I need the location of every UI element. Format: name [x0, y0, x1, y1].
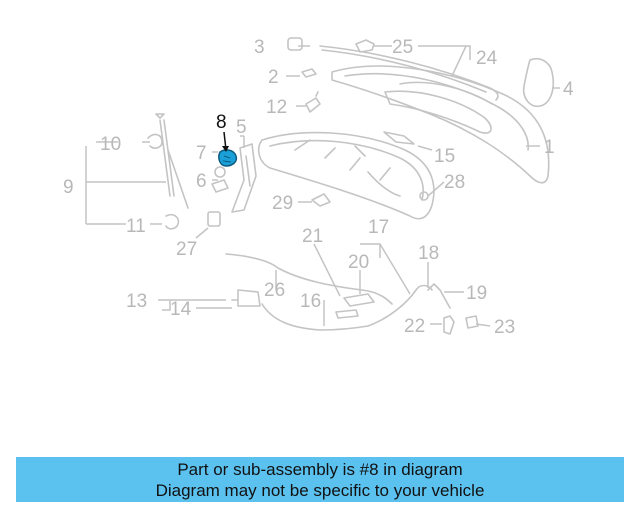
- callout-12: 12: [266, 97, 287, 118]
- callout-9: 9: [63, 177, 74, 198]
- banner-line-1: Part or sub-assembly is #8 in diagram: [177, 460, 463, 479]
- callout-22: 22: [404, 316, 425, 337]
- callout-3: 3: [254, 37, 265, 58]
- callout-2: 2: [268, 67, 279, 88]
- leader-lines: [85, 45, 560, 327]
- callout-4: 4: [563, 79, 574, 100]
- callout-24: 24: [476, 48, 498, 69]
- callout-17: 17: [368, 217, 389, 238]
- callout-23: 23: [494, 317, 515, 338]
- banner-line-2: Diagram may not be specific to your vehi…: [155, 481, 485, 500]
- callout-21: 21: [302, 226, 323, 247]
- callout-6: 6: [196, 171, 207, 192]
- callout-5: 5: [236, 117, 247, 138]
- callout-28: 28: [444, 172, 465, 193]
- callout-27: 27: [176, 239, 197, 260]
- callout-labels: 1 2 3 4 5 6 7 8 9 10 11 12 13 14 15 16 1…: [63, 37, 574, 338]
- parts-diagram: 1 2 3 4 5 6 7 8 9 10 11 12 13 14 15 16 1…: [63, 37, 574, 338]
- callout-8: 8: [216, 112, 227, 133]
- callout-15: 15: [434, 146, 455, 167]
- callout-20: 20: [348, 252, 369, 273]
- hood-panel: [331, 65, 550, 184]
- callout-14: 14: [170, 299, 192, 320]
- callout-13: 13: [126, 291, 147, 312]
- callout-11: 11: [126, 216, 146, 237]
- callout-18: 18: [418, 243, 439, 264]
- callout-26: 26: [264, 280, 285, 301]
- callout-10: 10: [100, 134, 121, 155]
- hood-insulator: [257, 131, 435, 220]
- callout-7: 7: [196, 143, 207, 164]
- callout-1: 1: [544, 137, 555, 158]
- callout-19: 19: [466, 283, 487, 304]
- diagram-notice-banner: Part or sub-assembly is #8 in diagram Di…: [16, 457, 624, 502]
- callout-25: 25: [392, 37, 413, 58]
- callout-29: 29: [272, 193, 293, 214]
- part-8-highlighted: [218, 149, 238, 167]
- callout-16: 16: [300, 291, 321, 312]
